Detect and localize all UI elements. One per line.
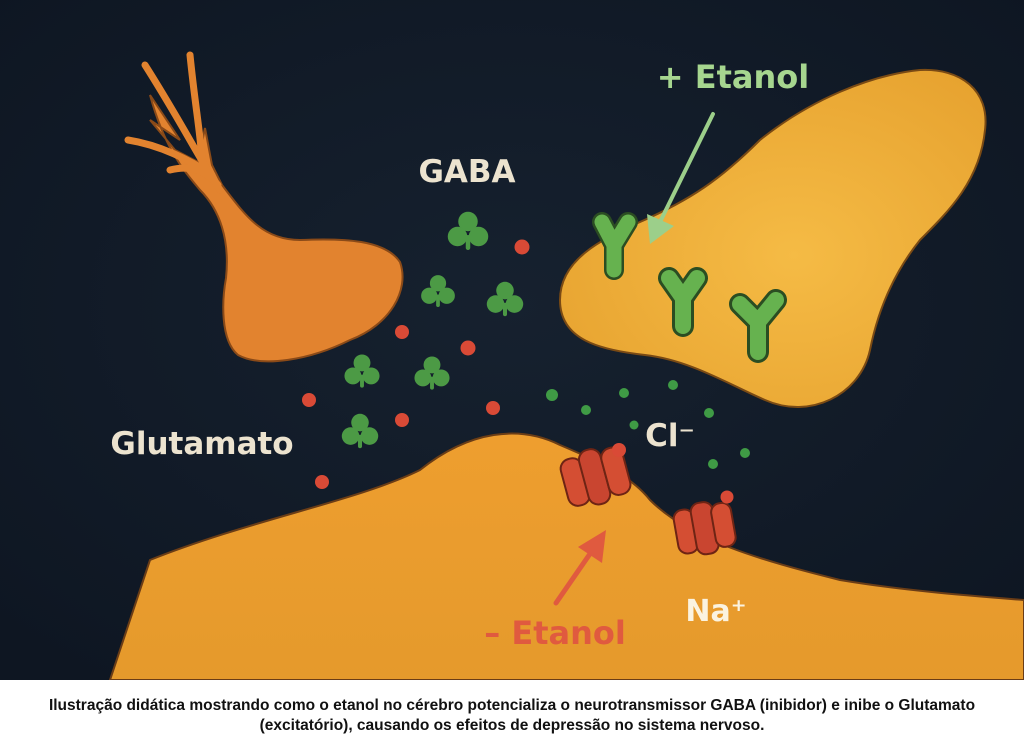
glutamate-molecule [720,490,734,504]
chloride-label: Cl⁻ [645,418,695,454]
glutamato-label: Glutamato [110,426,293,462]
chloride-ion [619,388,629,398]
chloride-ion [581,405,591,415]
glutamate-molecule [612,443,626,457]
gaba-receptor-3 [729,289,787,363]
postsynaptic-neuron-gaba [558,68,987,408]
glutamate-molecule [395,325,409,339]
chloride-ion [708,459,718,469]
glutamate-molecule [302,393,316,407]
chloride-ion [629,420,639,430]
etanol-inhibit-arrow [553,530,606,606]
presynaptic-neuron [149,94,404,363]
gaba-receptor-2 [658,267,708,337]
figure-caption: Ilustração didática mostrando como o eta… [0,680,1024,751]
synapse-illustration: GABA + Etanol Glutamato Cl⁻ Na⁺ – Etanol [0,0,1024,680]
nmda-channel-1 [559,446,632,507]
nmda-channel-2 [672,501,737,556]
chloride-ion [546,389,558,401]
chloride-ion [668,380,678,390]
chloride-ion [740,448,750,458]
glutamate-molecule [514,239,530,255]
sodium-label: Na⁺ [685,594,746,629]
dendrite-branches [124,51,224,194]
etanol-plus-label: + Etanol [657,58,809,96]
gaba-receptor-1 [592,212,638,280]
glutamate-molecule [395,413,409,427]
caption-text: Ilustração didática mostrando como o eta… [48,696,976,734]
gaba-label: GABA [418,154,515,190]
etanol-enhance-arrow [647,112,715,244]
glutamate-molecule [460,340,476,356]
chloride-ion [704,408,714,418]
etanol-minus-label: – Etanol [484,614,626,652]
glutamate-molecule [315,475,329,489]
glutamate-molecule [486,401,500,415]
